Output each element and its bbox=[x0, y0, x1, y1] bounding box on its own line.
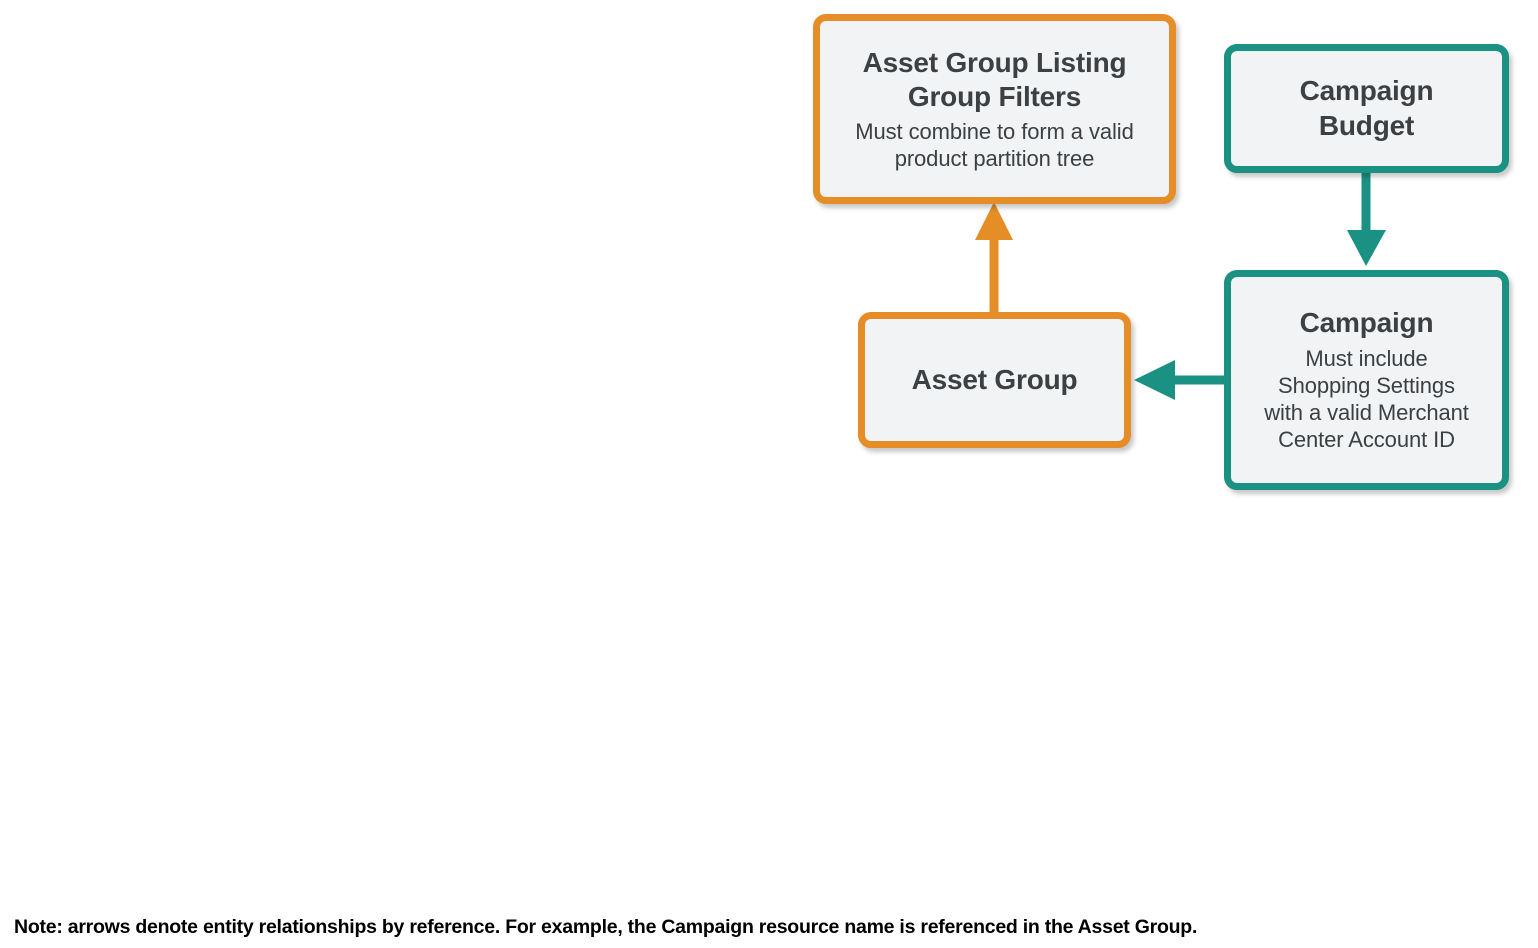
node-subtitle: Must combine to form a valid product par… bbox=[855, 118, 1134, 172]
edge-asset-group-to-filters bbox=[975, 202, 1013, 312]
node-asset-group[interactable]: Asset Group bbox=[858, 312, 1131, 448]
edge-campaign-to-asset-group bbox=[1134, 360, 1224, 400]
node-title: Asset Group bbox=[911, 363, 1078, 395]
edge-budget-to-campaign bbox=[1347, 173, 1386, 266]
node-title: Campaign Budget bbox=[1299, 75, 1434, 141]
node-title: Campaign bbox=[1299, 307, 1434, 339]
node-subtitle: Must include Shopping Settings with a va… bbox=[1264, 345, 1469, 453]
diagram-footnote: Note: arrows denote entity relationships… bbox=[14, 916, 1198, 938]
node-asset-group-listing-group-filters[interactable]: Asset Group Listing Group Filters Must c… bbox=[813, 14, 1176, 204]
node-campaign[interactable]: Campaign Must include Shopping Settings … bbox=[1224, 270, 1509, 490]
node-campaign-budget[interactable]: Campaign Budget bbox=[1224, 44, 1509, 173]
node-title: Asset Group Listing Group Filters bbox=[862, 46, 1127, 112]
